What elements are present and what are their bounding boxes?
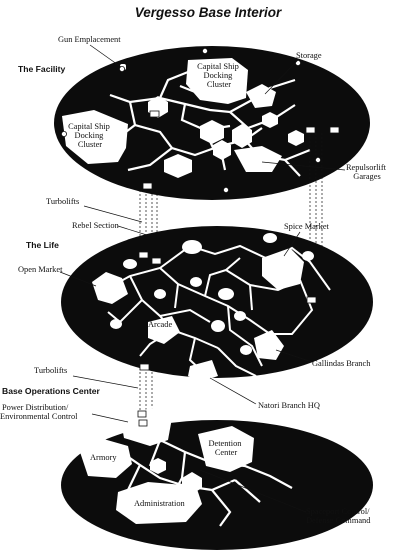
- operations-rooms: [78, 408, 254, 524]
- level-life: The Life Turbolifts Rebel Section Spice …: [18, 197, 373, 410]
- armory-room: [78, 438, 132, 478]
- operations-heading: Base Operations Center: [2, 386, 101, 396]
- gun-emplacement-node-2: [201, 48, 208, 55]
- capital-ship-docking-cluster-left: [62, 110, 128, 164]
- label-rebel-section: Rebel Section: [72, 221, 120, 230]
- label-natori-branch-hq: Natori Branch HQ: [258, 401, 320, 410]
- life-rooms: [92, 233, 314, 382]
- open-market-room: [92, 272, 128, 304]
- gun-emplacement-node-1: [119, 66, 126, 73]
- hex-room-6: [213, 140, 231, 160]
- label-docking-left: Capital Ship Docking Cluster: [68, 122, 112, 149]
- room-blob-8: [240, 345, 252, 355]
- room-blob-9: [110, 319, 122, 329]
- turbolift-facility-left: [142, 182, 153, 190]
- gun-emplacement-node-5: [222, 186, 229, 193]
- room-blob-6: [190, 277, 202, 287]
- label-turbolifts-lower: Turbolifts: [34, 366, 67, 375]
- hex-room-5: [262, 112, 278, 128]
- label-spice-market: Spice Market: [284, 222, 330, 231]
- label-storage: Storage: [296, 51, 322, 60]
- hex-room-4: [232, 124, 252, 148]
- detention-center-room: [198, 426, 254, 472]
- room-blob-3: [123, 259, 137, 269]
- label-open-market: Open Market: [18, 265, 63, 274]
- label-gun-emplacement: Gun Emplacement: [58, 35, 121, 44]
- turbolift-life-1: [138, 251, 149, 259]
- label-turbolifts-upper: Turbolifts: [46, 197, 79, 206]
- label-detention-center: Detention Center: [208, 439, 243, 457]
- level-facility: The Facility Gun Emplacement Storage Cap…: [18, 35, 388, 200]
- label-power-distribution: Power Distribution/ Environmental Contro…: [0, 403, 78, 421]
- room-blob-11: [154, 289, 166, 299]
- room-blob-1: [182, 240, 202, 254]
- turbolift-facility-right: [305, 126, 316, 134]
- gun-emplacement-node-4: [61, 130, 68, 137]
- room-blob-2: [218, 288, 234, 300]
- spice-market-room: [262, 248, 304, 290]
- label-armory: Armory: [90, 453, 117, 462]
- natori-branch-room: [188, 360, 218, 382]
- turbolift-facility-mid: [149, 110, 160, 118]
- room-blob-4: [211, 320, 225, 332]
- label-gallindas-branch: Gallindas Branch: [312, 359, 371, 368]
- turbolift-life-4: [139, 363, 150, 371]
- ops-hex-room-2: [150, 458, 166, 474]
- label-docking-right: Capital Ship Docking Cluster: [197, 62, 241, 89]
- turbolift-shafts: [139, 133, 323, 420]
- turbolift-ops-2: [138, 419, 148, 427]
- life-heading: The Life: [26, 240, 59, 250]
- room-blob-5: [234, 311, 246, 321]
- room-blob-10: [302, 251, 314, 261]
- level-base-operations: Base Operations Center Turbolifts Power …: [0, 366, 373, 550]
- ops-hex-room-1: [182, 472, 202, 494]
- capital-ship-docking-cluster-right: [186, 58, 248, 104]
- hex-room-1: [164, 154, 192, 178]
- room-blob-7: [263, 233, 277, 243]
- facility-heading: The Facility: [18, 64, 65, 74]
- hex-room-3: [200, 120, 224, 144]
- label-repulsorlift-garages: Repulsorlift Garages: [346, 163, 388, 181]
- power-distribution-room: [120, 408, 172, 446]
- gun-emplacement-node-6: [314, 156, 321, 163]
- diagram-title: Vergesso Base Interior: [135, 5, 282, 20]
- gun-emplacement-node-3: [294, 60, 301, 67]
- administration-room: [116, 482, 202, 524]
- label-spaceport-control: Spaceport Control/ Defense Command: [306, 507, 372, 525]
- turbolift-life-2: [151, 257, 162, 265]
- repulsorlift-garages: [234, 146, 282, 172]
- facility-rooms: [62, 58, 304, 178]
- turbolift-facility-right-2: [329, 126, 340, 134]
- label-arcade: Arcade: [148, 320, 172, 329]
- arcade-room: [148, 316, 180, 344]
- label-administration: Administration: [134, 499, 186, 508]
- turbolift-ops-1: [137, 410, 147, 418]
- hex-room-7: [288, 130, 304, 146]
- turbolift-life-3: [306, 296, 317, 304]
- gallindas-branch-room: [254, 330, 284, 360]
